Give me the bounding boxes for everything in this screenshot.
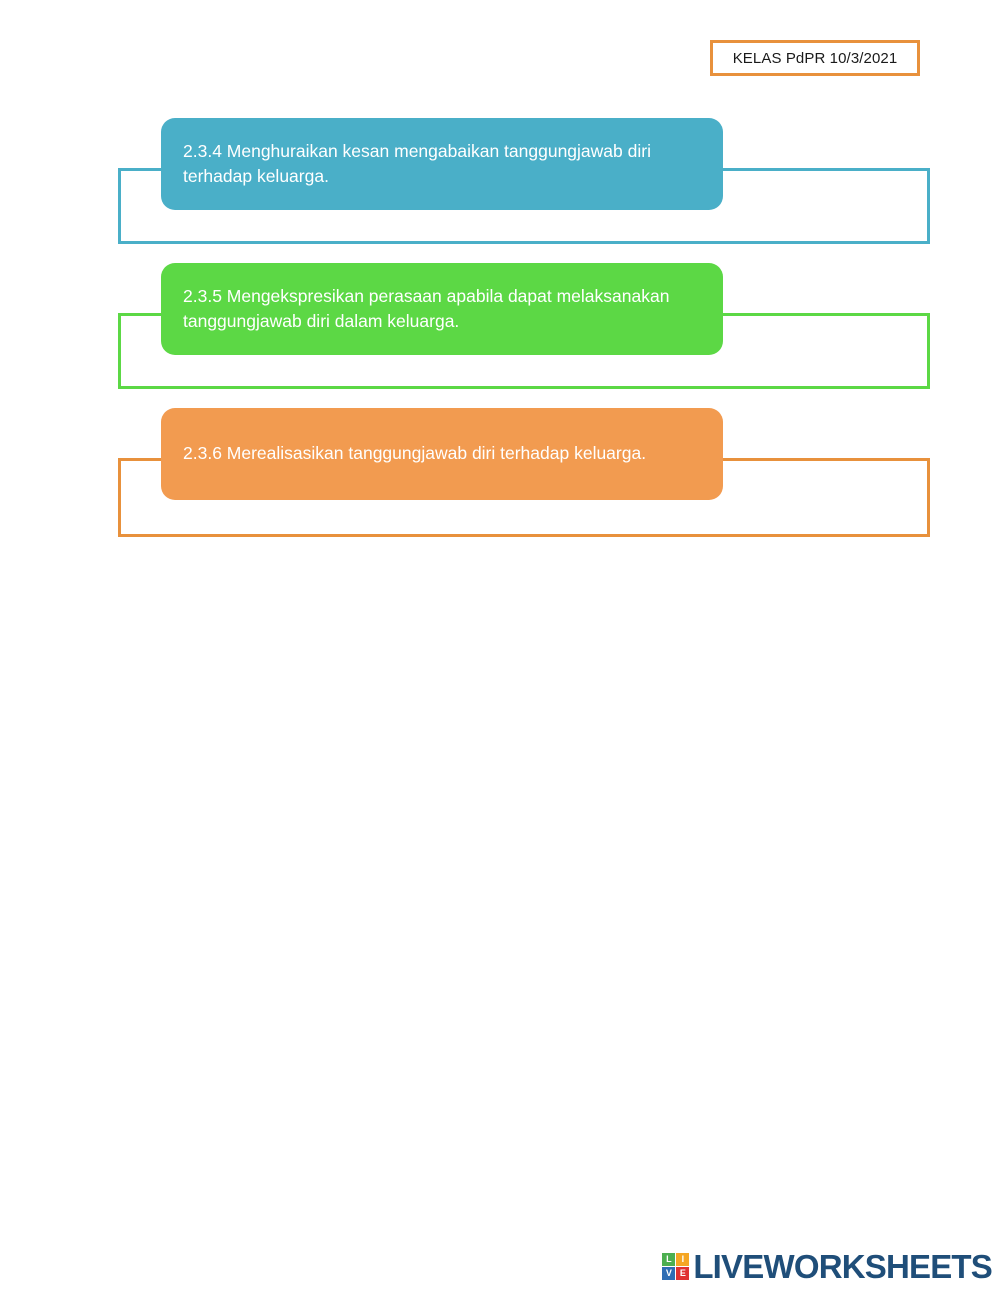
liveworksheets-wordmark: LIVEWORKSHEETS bbox=[693, 1248, 992, 1285]
liveworksheets-logo-icon: L I V E bbox=[662, 1253, 690, 1280]
statement-text-1: 2.3.4 Menghuraikan kesan mengabaikan tan… bbox=[183, 140, 651, 186]
class-date-badge: KELAS PdPR 10/3/2021 bbox=[710, 40, 920, 76]
objective-block-3: 2.3.6 Merealisasikan tanggungjawab diri … bbox=[0, 408, 1000, 540]
logo-cell-e: E bbox=[676, 1267, 690, 1280]
objective-block-2: 2.3.5 Mengekspresikan perasaan apabila d… bbox=[0, 263, 1000, 393]
statement-text-3: 2.3.6 Merealisasikan tanggungjawab diri … bbox=[183, 443, 647, 464]
class-date-text: KELAS PdPR 10/3/2021 bbox=[732, 49, 898, 67]
statement-text-2: 2.3.5 Mengekspresikan perasaan apabila d… bbox=[183, 285, 670, 331]
logo-cell-v: V bbox=[662, 1267, 676, 1280]
statement-pill-1: 2.3.4 Menghuraikan kesan mengabaikan tan… bbox=[161, 118, 723, 210]
statement-pill-2: 2.3.5 Mengekspresikan perasaan apabila d… bbox=[161, 263, 723, 355]
logo-cell-l: L bbox=[662, 1253, 676, 1266]
logo-cell-i: I bbox=[676, 1253, 690, 1266]
statement-pill-3: 2.3.6 Merealisasikan tanggungjawab diri … bbox=[161, 408, 723, 500]
liveworksheets-logo[interactable]: L I V E LIVEWORKSHEETS bbox=[662, 1248, 993, 1285]
objective-block-1: 2.3.4 Menghuraikan kesan mengabaikan tan… bbox=[0, 118, 1000, 248]
